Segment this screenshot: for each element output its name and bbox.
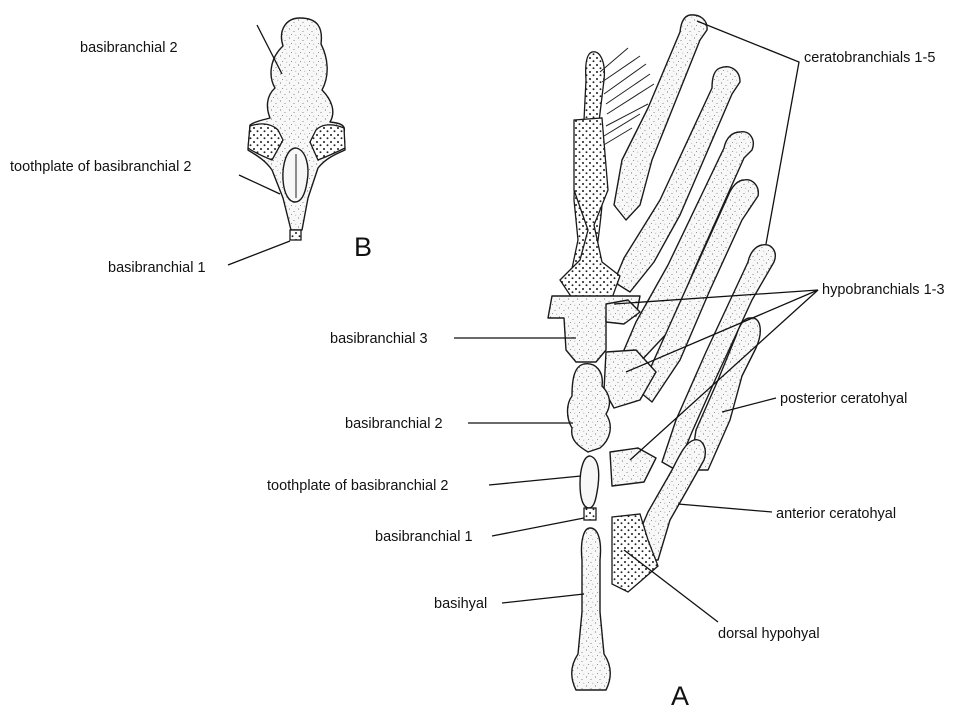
- hypobranchial-1-bone: [610, 448, 656, 486]
- label-basihyal: basihyal: [434, 596, 487, 612]
- panel-b-basibranchial-1-bone: [290, 230, 301, 240]
- label-b-toothplate-basibranchial-2: toothplate of basibranchial 2: [10, 159, 191, 175]
- label-dorsal-hypohyal: dorsal hypohyal: [718, 626, 820, 642]
- leader-basihyal: [502, 594, 584, 603]
- label-b-basibranchial-1: basibranchial 1: [108, 260, 206, 276]
- panel-b-cartilage-margin-right: [310, 125, 345, 160]
- basibranchial-4-cartilage: [560, 118, 620, 298]
- leader-dorsal-hypohyal: [624, 550, 718, 622]
- basibranchial-1-bone: [584, 508, 596, 520]
- leader-hypobranchials-a: [614, 290, 818, 304]
- panel-b-letter: B: [354, 232, 372, 262]
- basihyal-bone: [572, 528, 611, 690]
- panel-a-drawing: [548, 15, 775, 690]
- leader-toothplate: [489, 476, 581, 485]
- panel-b-drawing: [248, 18, 345, 240]
- label-toothplate-basibranchial-2: toothplate of basibranchial 2: [267, 478, 448, 494]
- label-ceratobranchials: ceratobranchials 1-5: [804, 50, 935, 66]
- label-anterior-ceratohyal: anterior ceratohyal: [776, 506, 896, 522]
- ceratobranchial-4-bone: [614, 15, 707, 220]
- label-b-basibranchial-2: basibranchial 2: [80, 40, 178, 56]
- panel-a-letter: A: [671, 681, 689, 711]
- label-posterior-ceratohyal: posterior ceratohyal: [780, 391, 907, 407]
- label-basibranchial-1: basibranchial 1: [375, 529, 473, 545]
- basibranchial-2-bone: [568, 364, 611, 452]
- label-hypobranchials: hypobranchials 1-3: [822, 282, 945, 298]
- basibranchial-2-toothplate-bone: [580, 456, 599, 508]
- leader-anterior-ceratohyal: [678, 504, 772, 512]
- leader-b-basibranchial-2: [257, 25, 282, 74]
- leader-b-toothplate: [239, 175, 280, 194]
- label-basibranchial-2: basibranchial 2: [345, 416, 443, 432]
- label-basibranchial-3: basibranchial 3: [330, 331, 428, 347]
- leader-b-basibranchial-1: [228, 241, 290, 265]
- panel-b-toothplate-bone: [283, 148, 308, 202]
- leader-basibranchial-1: [492, 518, 584, 536]
